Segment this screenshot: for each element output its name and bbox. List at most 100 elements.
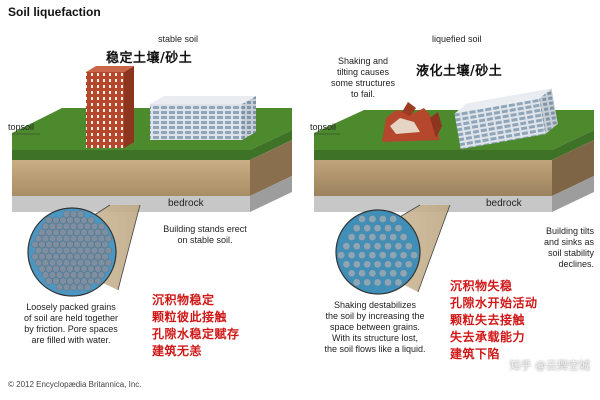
soil-grain — [378, 233, 387, 241]
soil-grain — [83, 247, 92, 255]
soil-grain — [69, 222, 78, 230]
soil-grain — [38, 240, 46, 249]
soil-grain — [76, 271, 85, 279]
soil-grain — [384, 224, 392, 232]
soil-grain — [66, 265, 74, 273]
soil-grain — [66, 216, 74, 224]
soil-grain — [69, 247, 78, 255]
soil-grain — [384, 242, 392, 250]
soil-grain — [94, 265, 102, 273]
soil-grain — [373, 224, 382, 232]
soil-grain — [101, 253, 109, 261]
soil-grain — [62, 271, 71, 279]
soil-grain — [87, 216, 95, 224]
soil-grain — [55, 259, 64, 267]
right-grain-circle — [335, 209, 421, 295]
soil-grain — [80, 253, 88, 261]
watermark: 知乎 @云舞空城 — [509, 359, 591, 372]
soil-grain — [368, 251, 377, 259]
soil-grain — [59, 277, 67, 285]
soil-grain — [104, 234, 113, 243]
soil-grain — [48, 234, 57, 243]
right-bedrock-side — [552, 176, 594, 212]
soil-grain — [90, 271, 99, 279]
soil-grain — [69, 259, 78, 267]
soil-grain — [90, 234, 99, 243]
left-building-note: Building stands erect on stable soil. — [163, 224, 247, 245]
left-grain-circle — [27, 207, 117, 297]
soil-grain — [394, 278, 403, 287]
soil-grain — [399, 269, 408, 278]
soil-grain — [41, 271, 50, 279]
soil-grain — [342, 260, 351, 269]
soil-grain — [48, 222, 57, 230]
soil-grain — [62, 210, 71, 218]
soil-grain — [59, 228, 67, 237]
soil-grain — [389, 233, 398, 241]
soil-grain — [66, 277, 74, 285]
soil-grain — [73, 253, 81, 261]
soil-grain — [59, 265, 67, 273]
soil-grain — [41, 247, 50, 255]
soil-grain — [90, 247, 99, 255]
soil-grain — [52, 216, 60, 224]
left-bedrock-label: bedrock — [168, 198, 204, 209]
soil-grain — [55, 234, 64, 243]
soil-grain — [394, 242, 403, 250]
left-topsoil-label: topsoil — [8, 122, 35, 132]
right-grain-note: Shaking destabilizes the soil by increas… — [324, 300, 426, 354]
right-soil-front — [314, 160, 552, 196]
soil-grain — [59, 253, 67, 261]
soil-grain — [45, 228, 53, 237]
soil-grain — [97, 247, 106, 255]
right-bedrock-label: bedrock — [486, 198, 522, 209]
soil-grain — [52, 240, 60, 249]
soil-grain — [378, 215, 387, 223]
soil-grain — [389, 251, 398, 259]
soil-grain — [404, 242, 413, 250]
soil-grain — [69, 234, 78, 243]
figure-title: Soil liquefaction — [8, 5, 101, 19]
soil-grain — [373, 260, 382, 269]
soil-grain — [69, 210, 78, 218]
soil-grain — [45, 253, 53, 261]
soil-grain — [104, 259, 113, 267]
soil-grain — [45, 216, 53, 224]
soil-grain — [48, 247, 57, 255]
soil-grain — [373, 278, 382, 287]
right-tilted-office — [454, 88, 558, 150]
soil-grain — [368, 215, 377, 223]
soil-grain — [38, 253, 46, 261]
soil-grain — [337, 251, 346, 259]
left-office-building — [150, 96, 256, 140]
right-shaking-note: Shaking and tilting causes some structur… — [330, 56, 396, 99]
left-bedrock-side — [250, 176, 292, 212]
soil-grain — [45, 277, 53, 285]
soil-grain — [384, 278, 392, 287]
soil-grain — [368, 233, 377, 241]
soil-grain — [76, 259, 85, 267]
left-panel-label-zh: 稳定土壤/砂土 — [106, 51, 193, 66]
soil-grain — [73, 240, 81, 249]
soil-grain — [90, 222, 99, 230]
soil-grain — [352, 260, 361, 269]
soil-grain — [342, 242, 351, 250]
soil-grain — [76, 222, 85, 230]
soil-grain — [368, 269, 377, 278]
soil-grain — [347, 233, 356, 241]
soil-grain — [69, 271, 78, 279]
left-panel-label: stable soil — [158, 34, 199, 44]
soil-grain — [38, 228, 46, 237]
soil-grain — [358, 215, 366, 223]
soil-grain — [55, 271, 64, 279]
soil-grain — [97, 259, 106, 267]
soil-grain — [83, 271, 92, 279]
soil-grain — [73, 228, 81, 237]
soil-grain — [87, 253, 95, 261]
soil-grain — [410, 251, 418, 259]
soil-grain — [62, 247, 71, 255]
soil-grain — [76, 247, 85, 255]
soil-grain — [94, 240, 102, 249]
soil-grain — [83, 234, 92, 243]
soil-grain — [363, 260, 372, 269]
